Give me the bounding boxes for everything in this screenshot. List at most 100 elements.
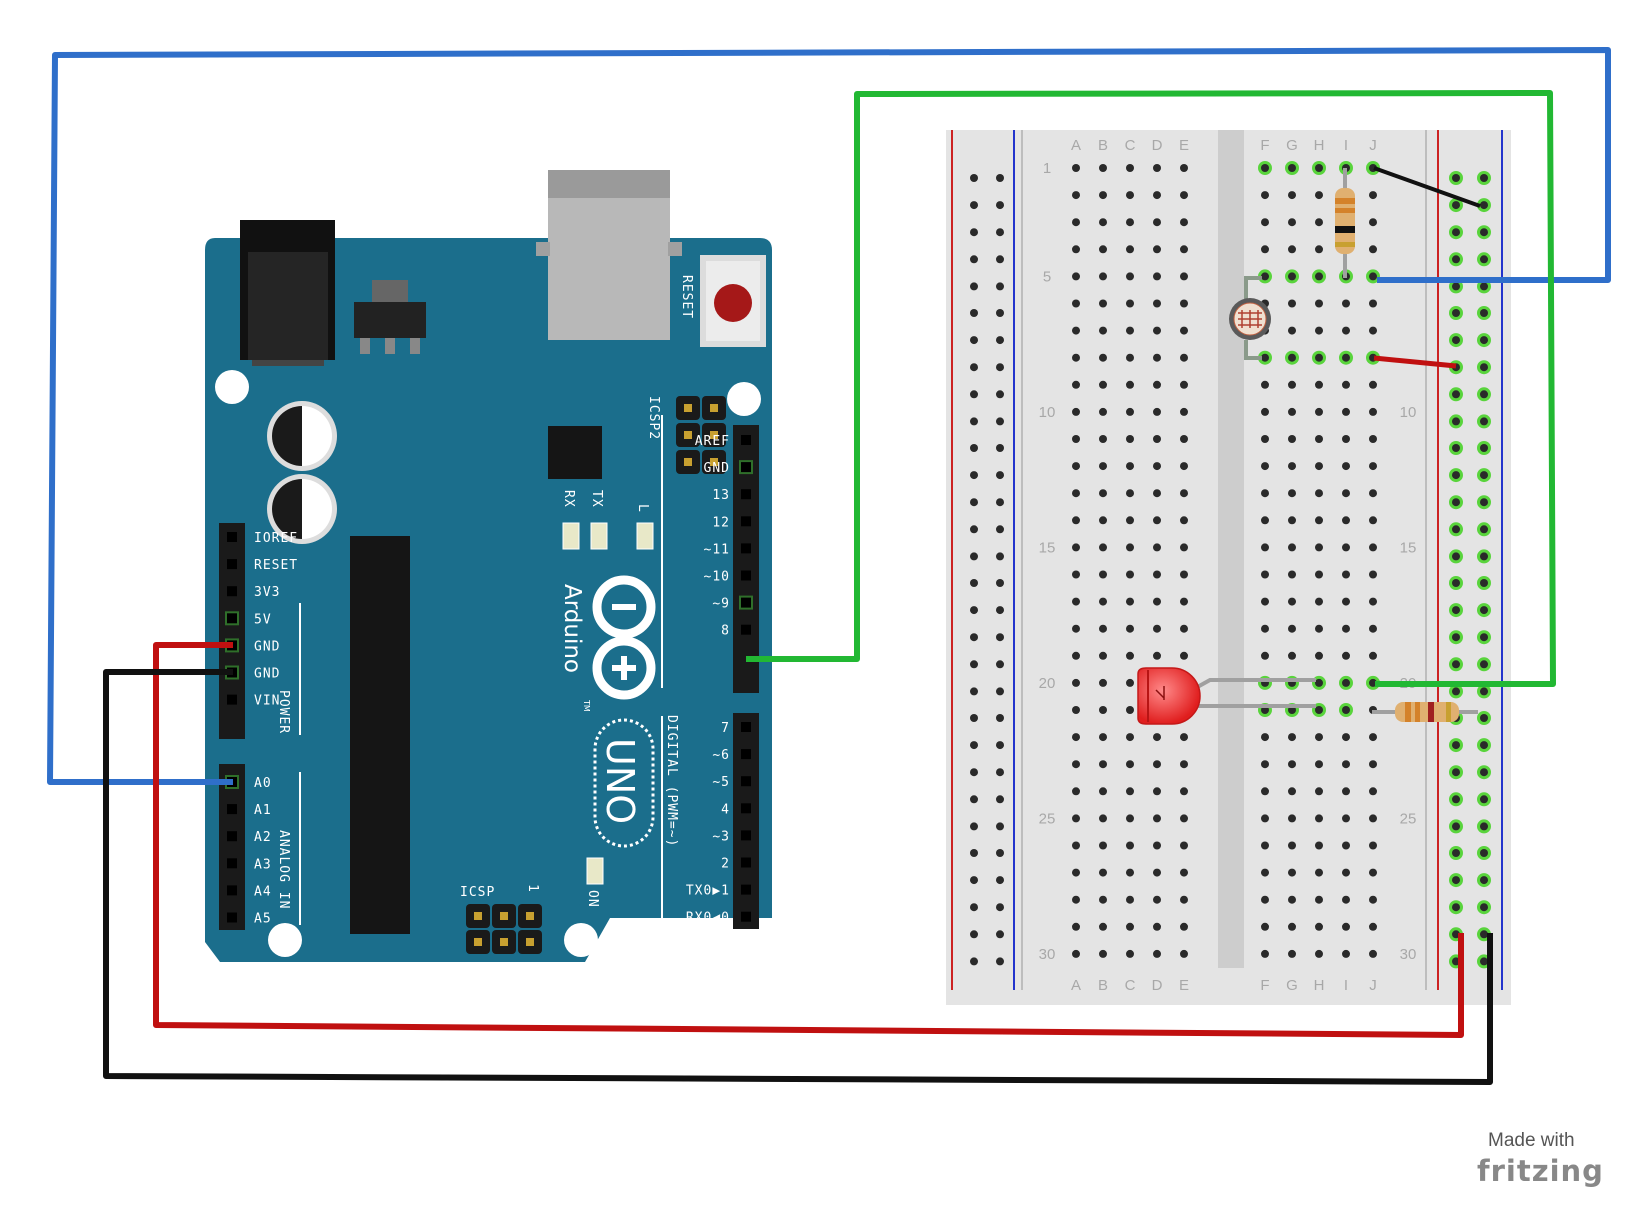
- rail-hole-right[interactable]: [1480, 579, 1488, 587]
- breadboard-hole[interactable]: [1072, 895, 1080, 904]
- rail-hole-right[interactable]: [1452, 768, 1460, 777]
- rail-hole-right[interactable]: [1480, 282, 1488, 291]
- breadboard-hole[interactable]: [1342, 706, 1350, 714]
- breadboard-hole[interactable]: [1099, 543, 1107, 552]
- header-socket[interactable]: [227, 804, 237, 815]
- breadboard-hole[interactable]: [1369, 895, 1377, 904]
- breadboard-hole[interactable]: [1261, 516, 1269, 525]
- breadboard-hole[interactable]: [1342, 841, 1350, 850]
- breadboard-hole[interactable]: [1072, 218, 1080, 227]
- breadboard-hole[interactable]: [1288, 164, 1296, 172]
- breadboard-hole[interactable]: [1072, 706, 1080, 714]
- breadboard-hole[interactable]: [1126, 868, 1134, 877]
- rail-hole-left[interactable]: [996, 174, 1004, 182]
- breadboard-hole[interactable]: [1072, 326, 1080, 335]
- rail-hole-right[interactable]: [1452, 606, 1460, 615]
- breadboard-hole[interactable]: [1261, 218, 1269, 227]
- rail-hole-right[interactable]: [1480, 552, 1488, 561]
- breadboard-hole[interactable]: [1180, 760, 1188, 769]
- rail-hole-left[interactable]: [970, 687, 978, 696]
- breadboard-hole[interactable]: [1369, 624, 1377, 633]
- breadboard-hole[interactable]: [1126, 624, 1134, 633]
- breadboard-hole[interactable]: [1072, 678, 1080, 687]
- breadboard-hole[interactable]: [1261, 380, 1269, 389]
- rail-hole-left[interactable]: [970, 930, 978, 939]
- breadboard-hole[interactable]: [1099, 164, 1107, 172]
- breadboard-hole[interactable]: [1126, 570, 1134, 579]
- breadboard-hole[interactable]: [1126, 435, 1134, 443]
- breadboard-hole[interactable]: [1288, 787, 1296, 796]
- breadboard-hole[interactable]: [1180, 462, 1188, 471]
- breadboard-hole[interactable]: [1261, 435, 1269, 443]
- rail-hole-left[interactable]: [970, 282, 978, 291]
- breadboard-hole[interactable]: [1099, 651, 1107, 660]
- rail-hole-left[interactable]: [996, 471, 1004, 480]
- rail-hole-left[interactable]: [970, 876, 978, 885]
- rail-hole-left[interactable]: [996, 741, 1004, 750]
- rail-hole-right[interactable]: [1480, 444, 1488, 452]
- wire-green-pin9-to-breadboard[interactable]: [746, 90, 1556, 687]
- breadboard-hole[interactable]: [1261, 462, 1269, 471]
- wire-blue-a0-to-breadboard[interactable]: [47, 47, 1611, 785]
- breadboard-hole[interactable]: [1315, 516, 1323, 525]
- rail-hole-right[interactable]: [1452, 660, 1460, 669]
- breadboard-hole[interactable]: [1099, 895, 1107, 904]
- rail-hole-left[interactable]: [970, 390, 978, 399]
- breadboard-hole[interactable]: [1288, 868, 1296, 877]
- breadboard-hole[interactable]: [1342, 516, 1350, 525]
- breadboard-hole[interactable]: [1261, 841, 1269, 850]
- breadboard-hole[interactable]: [1261, 651, 1269, 660]
- breadboard-hole[interactable]: [1153, 299, 1161, 308]
- breadboard-hole[interactable]: [1180, 245, 1188, 254]
- rail-hole-left[interactable]: [970, 660, 978, 669]
- breadboard-hole[interactable]: [1315, 462, 1323, 471]
- breadboard-hole[interactable]: [1261, 597, 1269, 606]
- header-socket[interactable]: [741, 776, 751, 787]
- breadboard-hole[interactable]: [1099, 922, 1107, 931]
- breadboard-hole[interactable]: [1126, 678, 1134, 687]
- breadboard-hole[interactable]: [1288, 895, 1296, 904]
- breadboard-hole[interactable]: [1369, 814, 1377, 823]
- breadboard-hole[interactable]: [1099, 191, 1107, 200]
- breadboard-hole[interactable]: [1126, 760, 1134, 769]
- rail-hole-left[interactable]: [970, 849, 978, 857]
- rail-hole-right[interactable]: [1452, 417, 1460, 426]
- breadboard-hole[interactable]: [1261, 272, 1269, 281]
- rail-hole-right[interactable]: [1480, 660, 1488, 669]
- rail-hole-left[interactable]: [970, 741, 978, 750]
- breadboard-hole[interactable]: [1072, 543, 1080, 552]
- breadboard-hole[interactable]: [1288, 191, 1296, 200]
- rail-hole-right[interactable]: [1452, 228, 1460, 237]
- breadboard-hole[interactable]: [1153, 407, 1161, 416]
- breadboard-hole[interactable]: [1099, 462, 1107, 471]
- breadboard-hole[interactable]: [1099, 949, 1107, 958]
- breadboard-hole[interactable]: [1180, 949, 1188, 958]
- breadboard-hole[interactable]: [1315, 435, 1323, 443]
- header-socket[interactable]: [227, 613, 237, 624]
- rail-hole-right[interactable]: [1452, 741, 1460, 750]
- breadboard-hole[interactable]: [1180, 570, 1188, 579]
- breadboard-hole[interactable]: [1342, 435, 1350, 443]
- breadboard-hole[interactable]: [1153, 787, 1161, 796]
- header-socket[interactable]: [741, 803, 751, 814]
- breadboard-hole[interactable]: [1099, 326, 1107, 335]
- breadboard-hole[interactable]: [1099, 245, 1107, 254]
- breadboard-hole[interactable]: [1315, 922, 1323, 931]
- breadboard-hole[interactable]: [1180, 597, 1188, 606]
- rail-hole-right[interactable]: [1480, 633, 1488, 642]
- breadboard-hole[interactable]: [1288, 922, 1296, 931]
- breadboard-hole[interactable]: [1288, 326, 1296, 335]
- header-socket[interactable]: [227, 586, 237, 597]
- breadboard-hole[interactable]: [1342, 922, 1350, 931]
- breadboard-hole[interactable]: [1153, 651, 1161, 660]
- rail-hole-left[interactable]: [970, 795, 978, 804]
- breadboard-hole[interactable]: [1342, 733, 1350, 742]
- breadboard-hole[interactable]: [1099, 597, 1107, 606]
- header-socket[interactable]: [227, 694, 237, 705]
- reset-button[interactable]: [700, 255, 766, 347]
- breadboard-hole[interactable]: [1180, 543, 1188, 552]
- breadboard-hole[interactable]: [1288, 353, 1296, 362]
- breadboard-hole[interactable]: [1180, 841, 1188, 850]
- breadboard-hole[interactable]: [1126, 949, 1134, 958]
- header-socket[interactable]: [741, 570, 751, 581]
